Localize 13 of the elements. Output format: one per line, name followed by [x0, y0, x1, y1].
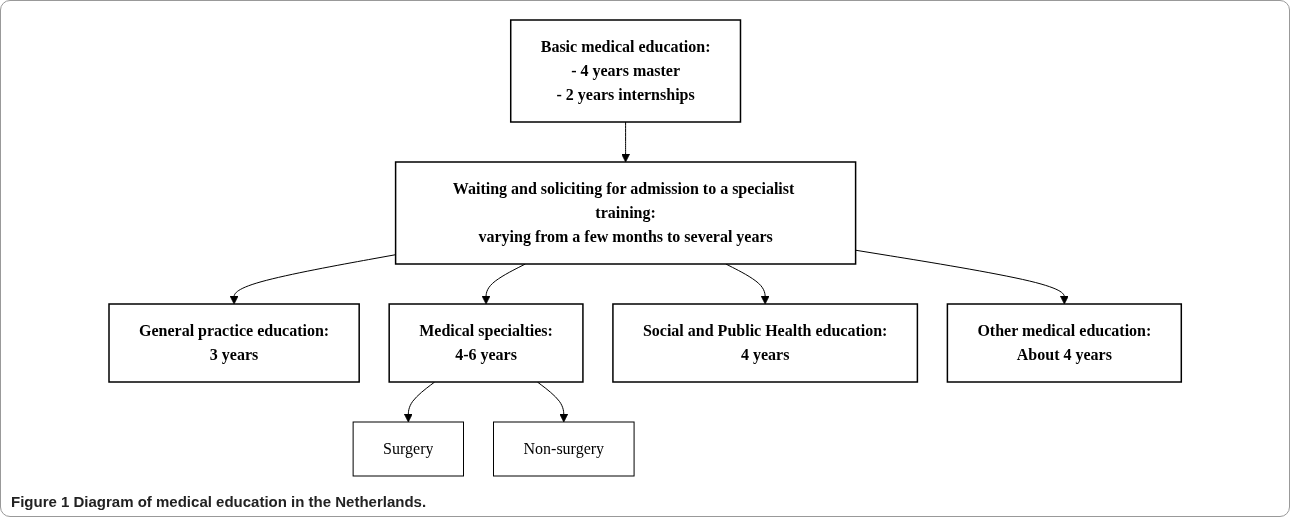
node-box: Basic medical education: - 4 years master - 2 years internships [509, 19, 742, 123]
arrow [621, 121, 630, 163]
node-box: Surgery [352, 421, 464, 477]
figure-caption: Figure 1 Diagram of medical education in the Netherlands. [11, 493, 428, 510]
node-box: General practice education: 3 years [108, 303, 360, 383]
arrow [536, 381, 569, 423]
node-box: Other medical education: About 4 years [946, 303, 1182, 383]
arrow [403, 381, 435, 423]
arrow [229, 254, 396, 305]
node-box: Waiting and soliciting for admission to a specialist training: varying from a few months to several years [394, 161, 857, 265]
node-box: Medical specialties: 4-6 years [388, 303, 584, 383]
node-box: Social and Public Health education: 4 years [612, 303, 918, 383]
node-box: Non-surgery [492, 421, 635, 477]
